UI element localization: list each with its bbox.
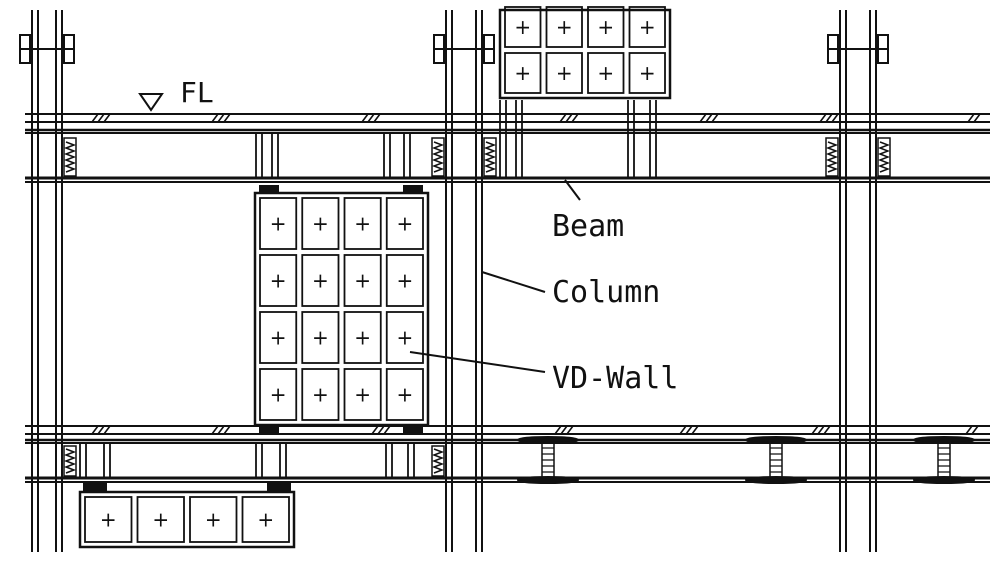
wall-panel <box>343 368 382 421</box>
wall-panel <box>343 311 382 364</box>
column-splice-center <box>433 34 495 64</box>
wall-panel <box>259 311 298 364</box>
panel-plus-mark: + <box>514 61 531 85</box>
column-leader-line <box>481 271 546 293</box>
vd-wall-upper <box>498 6 672 100</box>
panel-plus-mark: + <box>354 383 371 407</box>
wall-panel <box>343 254 382 307</box>
level-marker-triangle <box>138 93 164 112</box>
vd-wall-center <box>253 185 430 433</box>
vd-wall-label: VD-Wall <box>552 361 678 396</box>
panel-plus-mark: + <box>257 508 274 532</box>
wall-panel <box>545 52 583 94</box>
beam-label: Beam <box>552 209 624 244</box>
beam-leader-line <box>564 179 581 201</box>
column-right <box>839 10 877 552</box>
wall-panel <box>385 254 424 307</box>
panel-plus-mark: + <box>312 269 329 293</box>
wall-panel <box>628 6 666 48</box>
panel-plus-mark: + <box>639 61 656 85</box>
panel-plus-mark: + <box>354 269 371 293</box>
panel-plus-mark: + <box>270 269 287 293</box>
upper-beam <box>25 176 990 183</box>
wall-panel <box>189 496 238 543</box>
slab-hatch-marks <box>91 113 981 435</box>
panel-plus-mark: + <box>100 508 117 532</box>
wall-panel <box>241 496 290 543</box>
panel-plus-mark: + <box>312 326 329 350</box>
column-splice-left <box>19 34 75 64</box>
wall-panel <box>259 254 298 307</box>
vd-wall-leader-line <box>409 351 546 373</box>
panel-plus-mark: + <box>556 15 573 39</box>
panel-plus-mark: + <box>270 212 287 236</box>
wall-panel <box>259 197 298 250</box>
beam-column-joints <box>63 137 891 477</box>
panel-plus-mark: + <box>354 326 371 350</box>
panel-plus-mark: + <box>205 508 222 532</box>
panel-plus-marks: + + + + + + + + + + + + + + + + + + + + + + + + + + + + <box>100 15 656 532</box>
vd-wall-lower <box>78 483 296 549</box>
panel-plus-mark: + <box>312 383 329 407</box>
panel-plus-mark: + <box>396 326 413 350</box>
wall-panel <box>136 496 185 543</box>
wall-panel <box>628 52 666 94</box>
wall-panel <box>545 6 583 48</box>
lower-beam <box>25 476 990 483</box>
panel-plus-mark: + <box>597 15 614 39</box>
panel-plus-mark: + <box>396 269 413 293</box>
lower-beam-supports <box>517 436 975 484</box>
floor-level-label: FL <box>180 76 214 109</box>
wall-panel <box>84 496 133 543</box>
wall-panel <box>259 368 298 421</box>
wall-panel <box>587 6 625 48</box>
wall-panel <box>385 368 424 421</box>
panel-plus-mark: + <box>270 383 287 407</box>
column-splice-right <box>827 34 889 64</box>
column-center <box>445 10 483 552</box>
panel-plus-mark: + <box>396 383 413 407</box>
wall-panel <box>301 197 340 250</box>
column-left <box>31 10 63 552</box>
wall-panel <box>504 6 542 48</box>
panel-plus-mark: + <box>354 212 371 236</box>
beam-stiffeners <box>79 100 657 478</box>
panel-plus-mark: + <box>556 61 573 85</box>
panel-plus-mark: + <box>514 15 531 39</box>
wall-panel <box>587 52 625 94</box>
wall-panel <box>301 368 340 421</box>
wall-panel <box>301 254 340 307</box>
wall-panel <box>385 197 424 250</box>
wall-panel <box>343 197 382 250</box>
wall-panel <box>301 311 340 364</box>
panel-plus-mark: + <box>312 212 329 236</box>
panel-plus-mark: + <box>270 326 287 350</box>
panel-plus-mark: + <box>396 212 413 236</box>
wall-panel <box>385 311 424 364</box>
wall-panel <box>504 52 542 94</box>
column-label: Column <box>552 275 660 310</box>
panel-plus-mark: + <box>152 508 169 532</box>
upper-floor-slab <box>25 113 990 134</box>
panel-plus-mark: + <box>639 15 656 39</box>
panel-plus-mark: + <box>597 61 614 85</box>
